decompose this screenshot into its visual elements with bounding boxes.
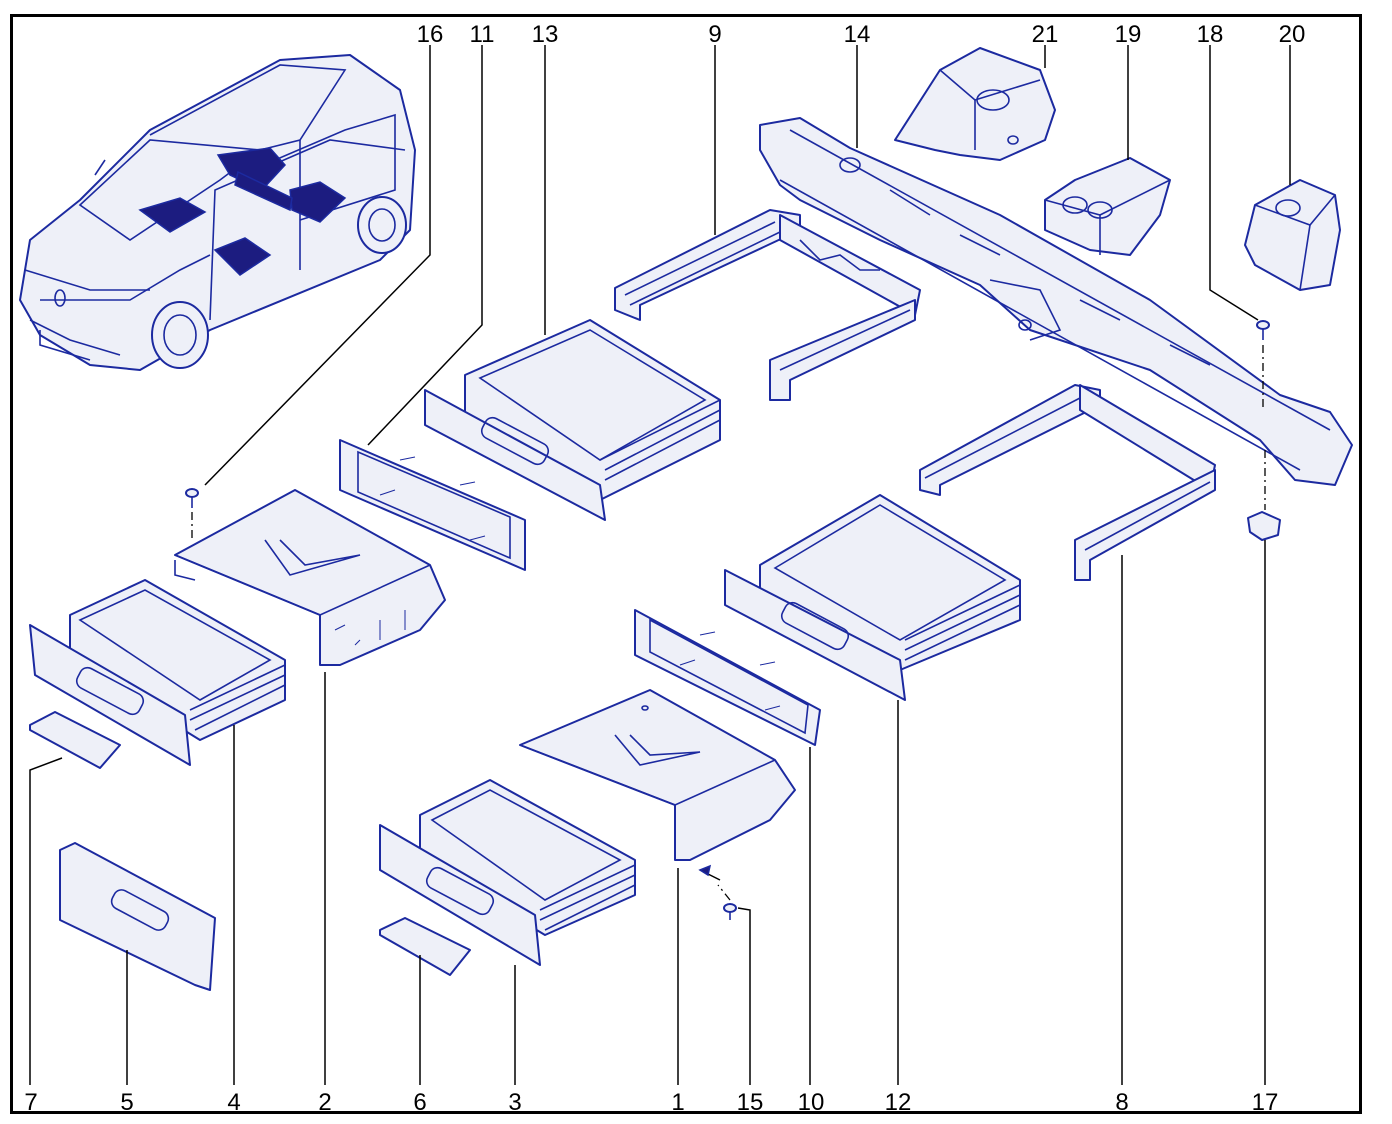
callout-2: 2 [318,1089,331,1116]
part-16-screw [185,488,199,540]
part-17-clip [1247,450,1281,541]
callout-7: 7 [24,1089,37,1116]
part-14-floor-rail [759,117,1353,486]
callout-13: 13 [532,21,559,48]
part-20 [1244,179,1341,291]
callout-8: 8 [1115,1089,1128,1116]
leader-lines [29,45,1291,1085]
part-11-bezel [339,439,526,571]
highlight-floor-mid [289,181,347,223]
highlight-under-seat-front [138,197,207,233]
callouts-top: 16 11 13 9 14 21 19 18 20 [417,21,1306,48]
callout-17: 17 [1252,1089,1279,1116]
callout-21: 21 [1032,21,1059,48]
callout-10: 10 [798,1089,825,1116]
part-19 [1044,157,1171,256]
part-18-screw [1256,320,1270,410]
part-6-insert [379,917,471,976]
highlight-under-seat-rear [213,237,272,276]
callout-4: 4 [227,1089,240,1116]
part-15-screw [717,884,737,920]
part-21 [894,47,1056,161]
callout-19: 19 [1115,21,1142,48]
callouts-bottom: 7 5 4 2 6 3 1 15 10 12 8 17 [24,1089,1278,1116]
highlight-floor-rear [216,147,287,191]
part-3-drawer-lower [379,779,636,966]
callout-5: 5 [120,1089,133,1116]
callout-9: 9 [708,21,721,48]
part-10-bezel [634,609,821,746]
callout-16: 16 [417,21,444,48]
callout-15: 15 [737,1089,764,1116]
part-7-insert [29,711,121,769]
part-9-slide-frame [614,209,921,401]
callout-6: 6 [413,1089,426,1116]
part-12-drawer-right [724,494,1021,701]
part-4-drawer-left [29,579,286,766]
part-5-lid [59,842,216,991]
part-2-cover [174,489,446,666]
callout-11: 11 [470,21,495,48]
part-1-cover [519,689,796,881]
callout-18: 18 [1197,21,1224,48]
callout-20: 20 [1279,21,1306,48]
part-8-slide-frame [919,384,1216,581]
part-13-drawer-upper [424,319,721,521]
callout-14: 14 [844,21,871,48]
callout-1: 1 [671,1089,684,1116]
callout-12: 12 [885,1089,912,1116]
callout-3: 3 [508,1089,521,1116]
car-overview [19,54,416,371]
